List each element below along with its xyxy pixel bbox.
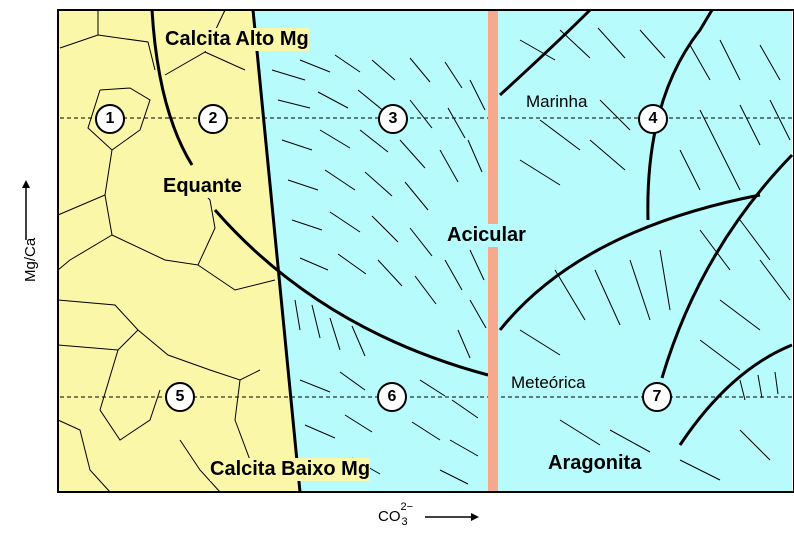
point-4: 4 (638, 104, 668, 134)
point-7: 7 (642, 382, 672, 412)
point-2: 2 (198, 104, 228, 134)
y-axis-label: Mg/Ca (22, 237, 39, 282)
label-meteoric: Meteórica (511, 373, 586, 393)
label-calcite-high-mg: Calcita Alto Mg (165, 28, 309, 51)
point-6: 6 (377, 382, 407, 412)
point-5: 5 (165, 382, 195, 412)
point-1: 1 (95, 104, 125, 134)
boundary-curves (150, 8, 794, 493)
x-axis-label-sup: 2− (400, 501, 414, 513)
point-3: 3 (378, 104, 408, 134)
label-aragonite: Aragonita (548, 452, 642, 475)
y-axis-arrow (22, 180, 30, 240)
label-marine: Marinha (526, 92, 588, 112)
x-axis-label-sub: 3 (401, 516, 408, 528)
x-axis-label-main: CO (378, 508, 401, 525)
x-axis-arrow (424, 513, 479, 522)
label-equant: Equante (163, 175, 242, 198)
label-calcite-low-mg: Calcita Baixo Mg (210, 458, 371, 481)
acicular-crystal-strokes (271, 27, 791, 485)
label-acicular: Acicular (447, 224, 526, 247)
calcite-aragonite-divider (488, 10, 498, 492)
diagram-frame (57, 9, 794, 493)
